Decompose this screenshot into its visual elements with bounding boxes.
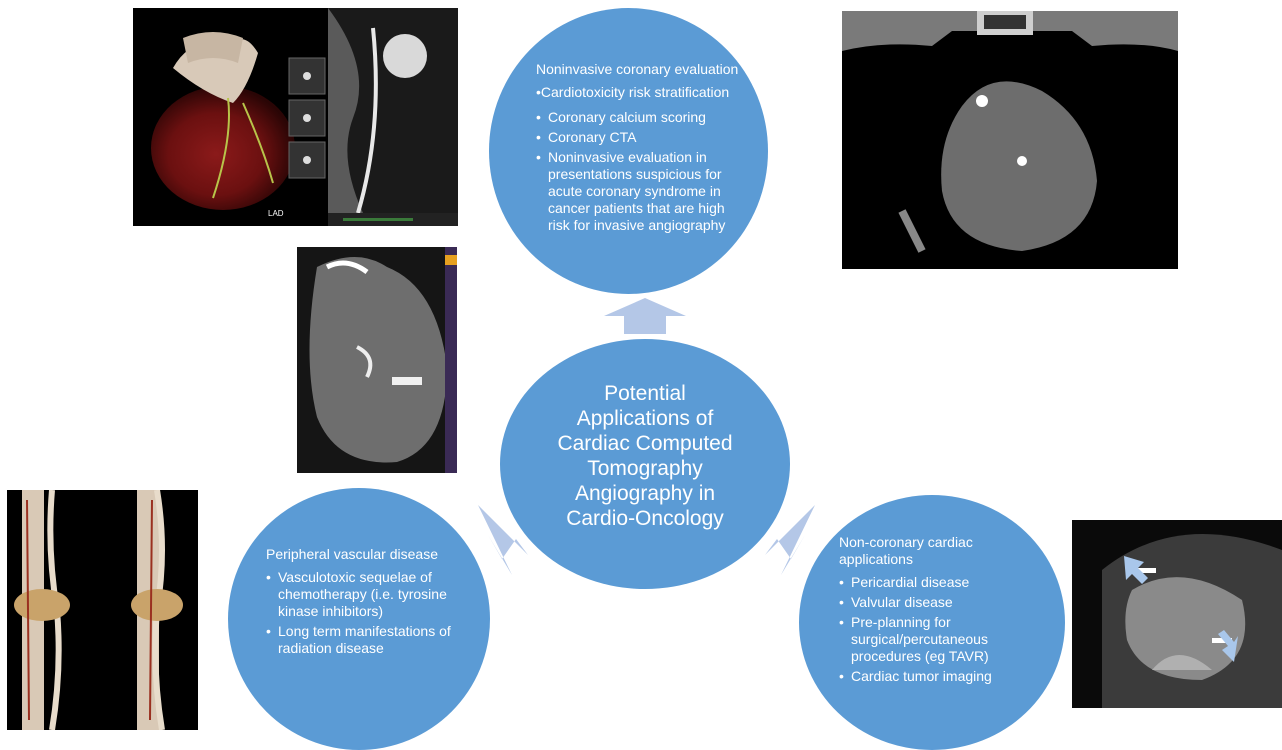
noncoronary-cardiac-panel: Non-coronary cardiac applications Perica…: [839, 534, 1025, 688]
coronary-list: Coronary calcium scoring Coronary CTA No…: [536, 109, 746, 234]
coronary-evaluation-panel: Noninvasive coronary evaluation •Cardiot…: [536, 61, 746, 237]
lad-label: LAD: [268, 209, 284, 218]
heart-3d-ct-image: LAD: [133, 8, 458, 226]
peripheral-vascular-panel: Peripheral vascular disease Vasculotoxic…: [266, 546, 464, 660]
peripheral-heading: Peripheral vascular disease: [266, 546, 464, 563]
peripheral-list: Vasculotoxic sequelae of chemotherapy (i…: [266, 569, 464, 657]
center-title-line: Angiography in: [525, 481, 765, 506]
axial-ct-arrows-graphic: [1072, 520, 1282, 708]
center-title-line: Cardiac Computed: [525, 431, 765, 456]
peripheral-item: Vasculotoxic sequelae of chemotherapy (i…: [266, 569, 464, 620]
sagittal-ct-image: [297, 247, 457, 473]
heart-3d-ct-graphic: LAD: [133, 8, 458, 226]
noncoronary-item: Pre-planning for surgical/percutaneous p…: [839, 614, 1025, 665]
center-title-line: Tomography: [525, 456, 765, 481]
leg-vessels-3d-image: [7, 490, 198, 730]
noncoronary-list: Pericardial disease Valvular disease Pre…: [839, 574, 1025, 685]
coronary-subheading: •Cardiotoxicity risk stratification: [536, 84, 746, 101]
axial-ct-image: [842, 11, 1178, 269]
arrow-up-icon: [604, 298, 686, 334]
center-title-line: Potential: [525, 381, 765, 406]
center-title-line: Applications of: [525, 406, 765, 431]
coronary-heading: Noninvasive coronary evaluation: [536, 61, 746, 78]
axial-ct-arrows-image: [1072, 520, 1282, 708]
coronary-item: Coronary CTA: [536, 129, 746, 146]
peripheral-item: Long term manifestations of radiation di…: [266, 623, 464, 657]
center-title: Potential Applications of Cardiac Comput…: [525, 381, 765, 531]
coronary-item: Coronary calcium scoring: [536, 109, 746, 126]
sagittal-ct-graphic: [297, 247, 457, 473]
coronary-item: Noninvasive evaluation in presentations …: [536, 149, 746, 234]
noncoronary-item: Pericardial disease: [839, 574, 1025, 591]
noncoronary-heading: Non-coronary cardiac applications: [839, 534, 1025, 568]
axial-ct-graphic: [842, 11, 1178, 269]
center-title-line: Cardio-Oncology: [525, 506, 765, 531]
leg-vessels-3d-graphic: [7, 490, 198, 730]
noncoronary-item: Valvular disease: [839, 594, 1025, 611]
noncoronary-item: Cardiac tumor imaging: [839, 668, 1025, 685]
